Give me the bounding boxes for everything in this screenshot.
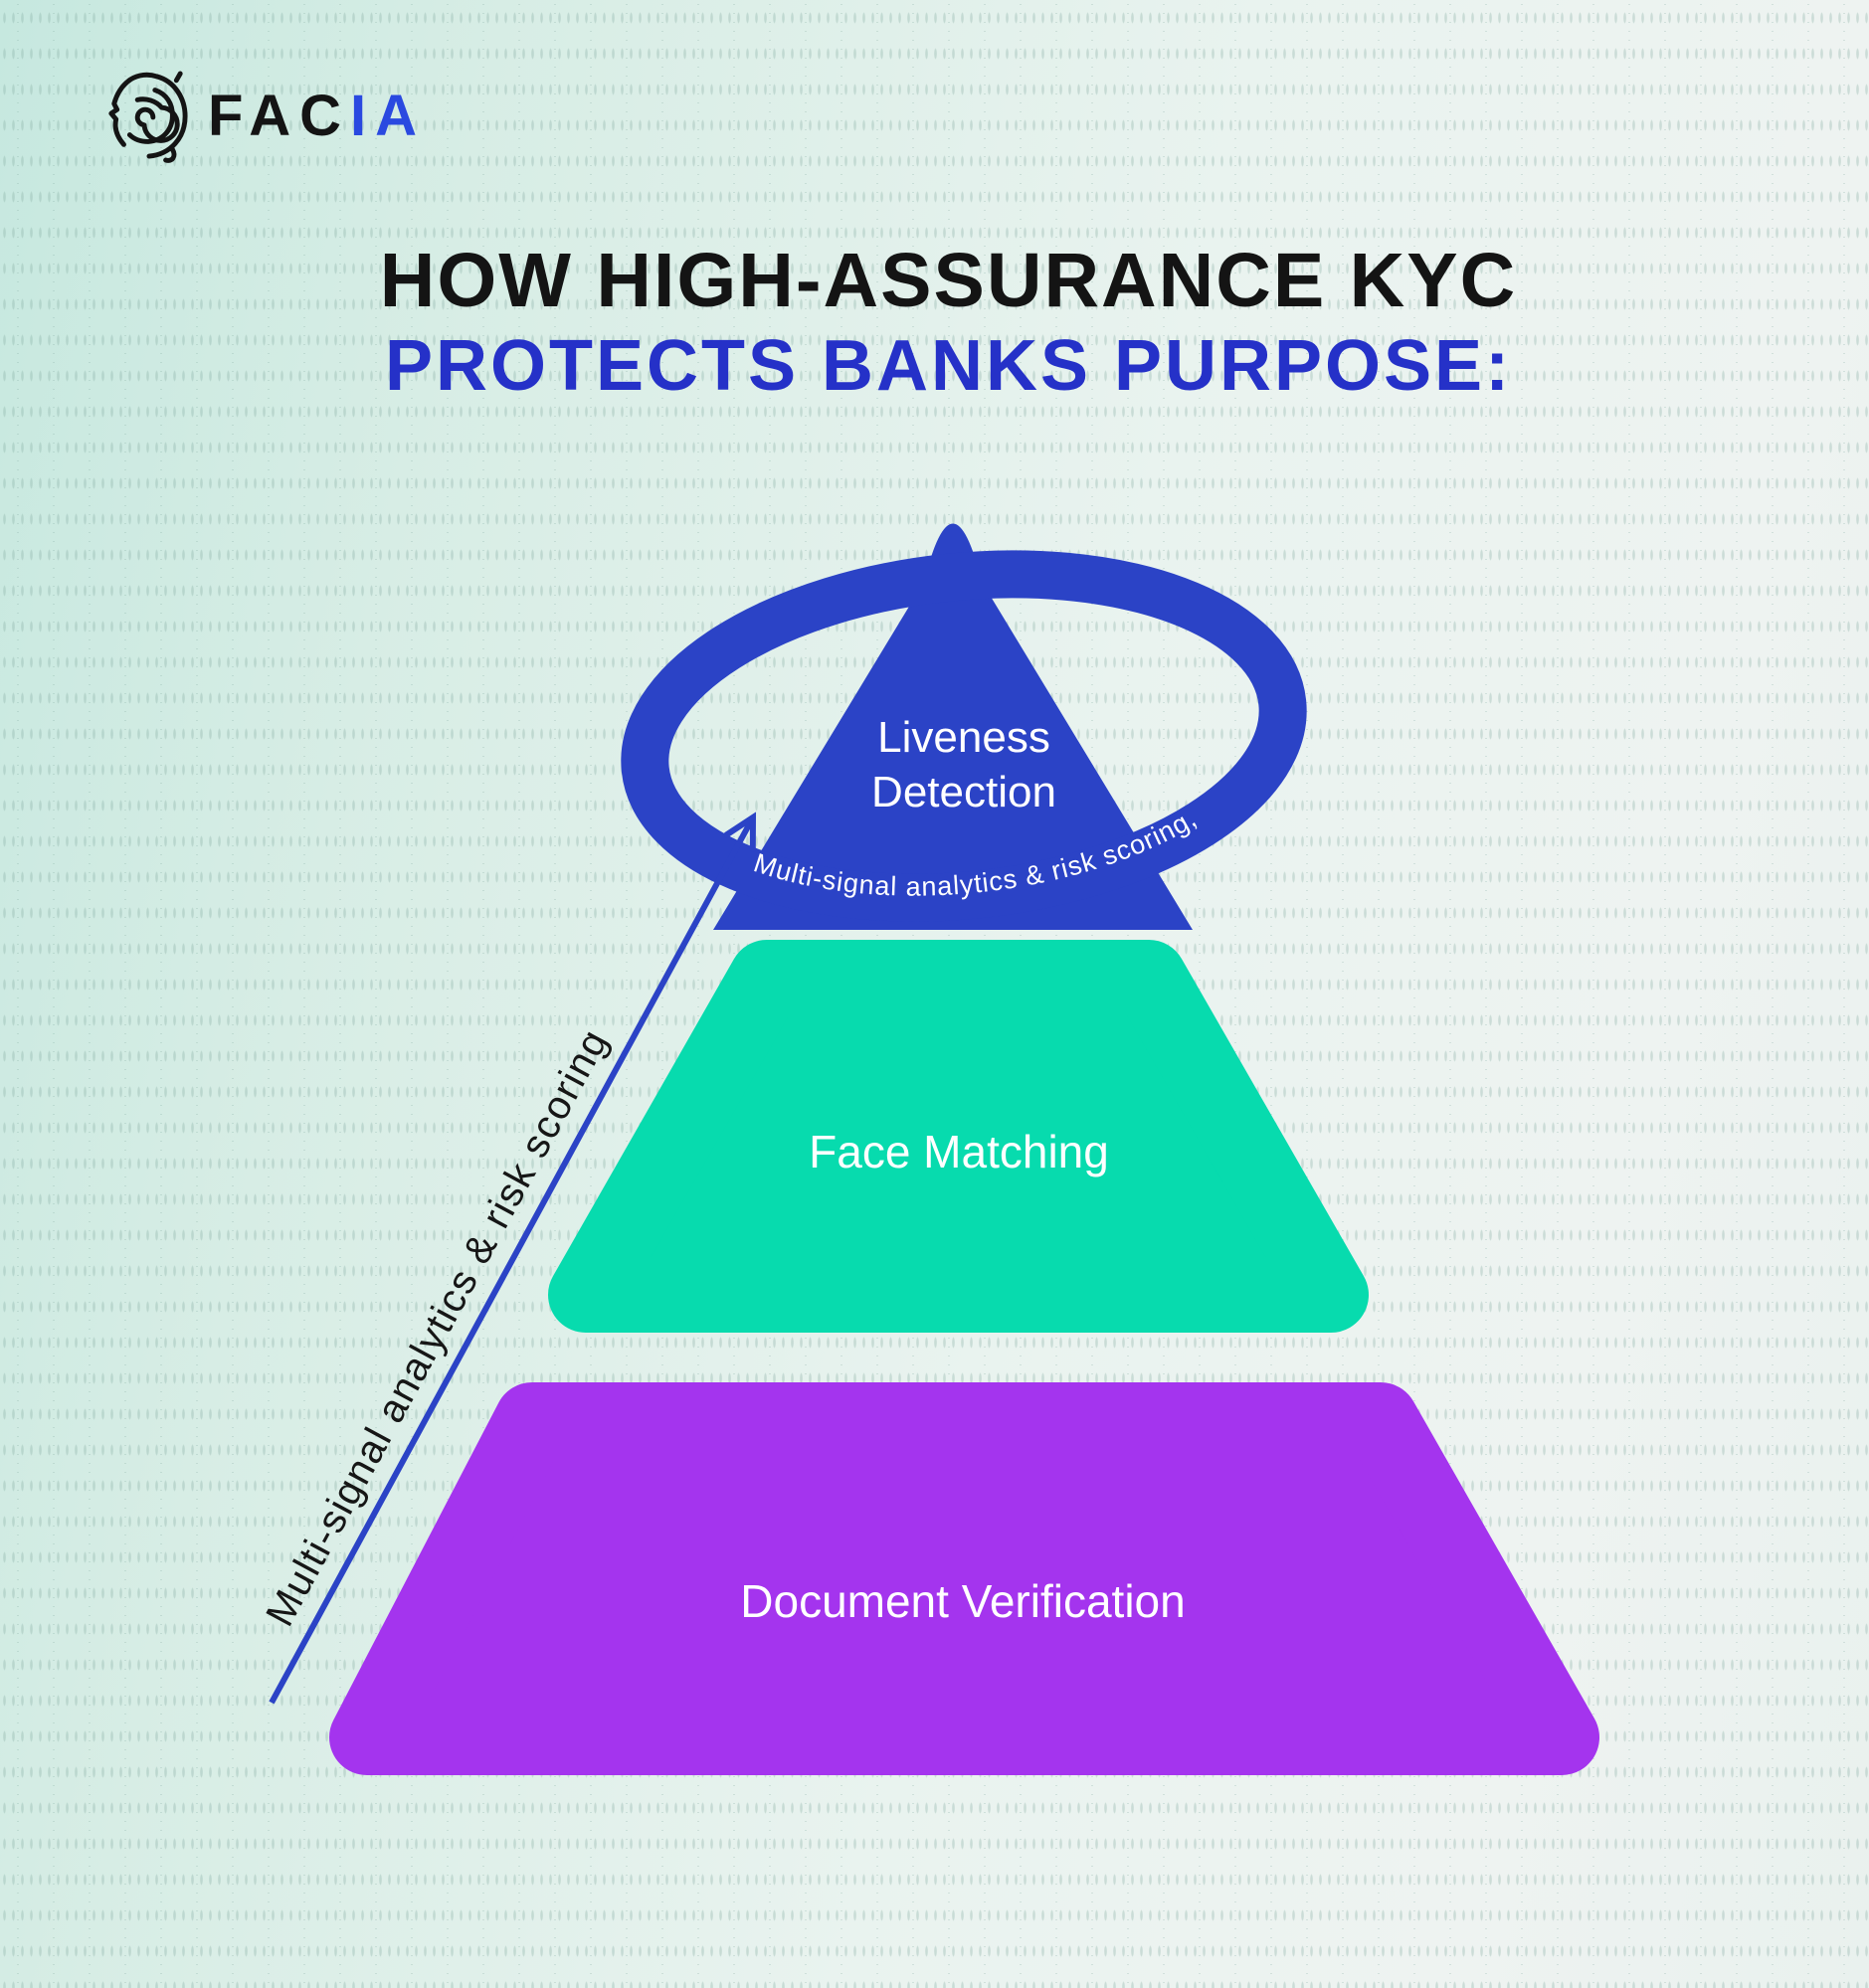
liveness-label-line2: Detection: [871, 768, 1056, 816]
logo-wordmark: FACIA: [208, 88, 426, 145]
axis-line: [269, 812, 757, 1705]
layer-face-matching-edge: [548, 940, 1369, 1333]
layer-document-verification-edge: [329, 1382, 1599, 1775]
facia-logo: FACIA: [102, 68, 426, 165]
liveness-label-line1: Liveness: [877, 713, 1050, 762]
document-verification-label: Document Verification: [740, 1575, 1185, 1627]
fingerprint-face-icon: [108, 71, 188, 163]
title-line-2: PROTECTS BANKS PURPOSE:: [384, 326, 1513, 407]
face-matching-label: Face Matching: [809, 1126, 1109, 1177]
logo-text-blue: IA: [350, 84, 426, 148]
liveness-orbit-ring: [621, 550, 1307, 922]
layer-face-matching: [586, 978, 1331, 1295]
liveness-cone: [713, 523, 1193, 930]
title-line-1: HOW HIGH-ASSURANCE KYC: [379, 238, 1518, 323]
logo-text-black: FAC: [208, 84, 350, 148]
layer-document-verification: [367, 1420, 1562, 1737]
page-title: HOW HIGH-ASSURANCE KYC PROTECTS BANKS PU…: [14, 237, 1869, 409]
